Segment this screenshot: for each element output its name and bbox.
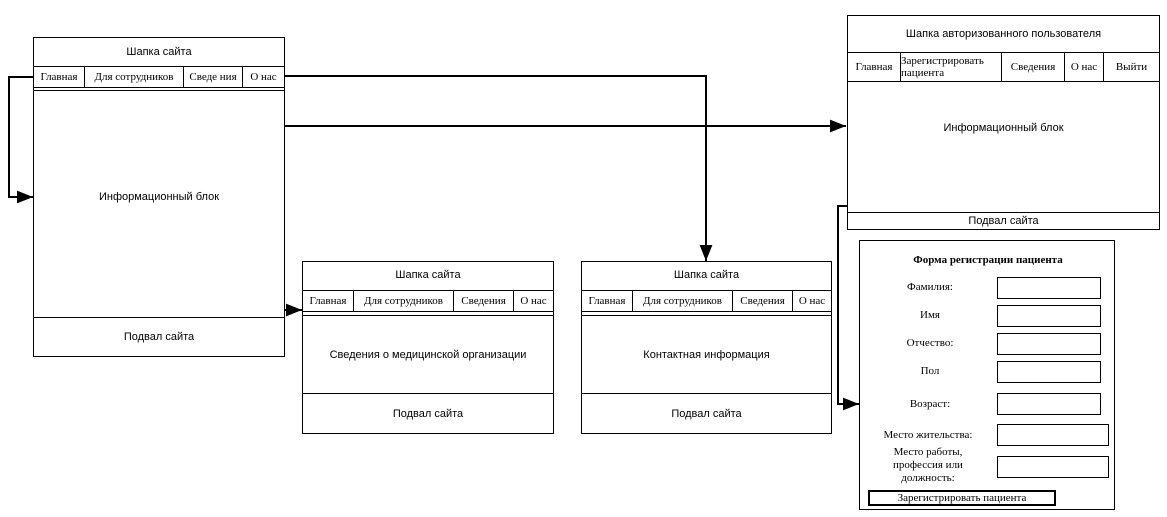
field-label-sex: Пол: [920, 365, 940, 377]
register-patient-button[interactable]: Зарегистрировать пациента: [868, 490, 1056, 506]
registration-form-title: Форма регистрации пациента: [913, 254, 1063, 266]
info-page-divider: [303, 315, 553, 316]
nav-item-home[interactable]: Главная: [848, 53, 901, 81]
nav-item-home[interactable]: Главная: [303, 291, 354, 311]
sex-input[interactable]: [997, 361, 1101, 383]
info-page-nav: Главная Для сотрудников Сведения О нас: [303, 290, 553, 312]
info-page-body: Сведения о медицинской организации: [329, 348, 527, 361]
contact-page-divider: [582, 315, 831, 316]
age-input[interactable]: [997, 393, 1101, 415]
field-label-age: Возраст:: [909, 398, 951, 410]
contact-page-footer-divider: [582, 393, 831, 394]
contact-page-body: Контактная информация: [643, 348, 770, 361]
auth-page-nav: Главная Зарегистрировать пациента Сведен…: [848, 52, 1159, 82]
name-input[interactable]: [997, 305, 1101, 327]
workplace-input[interactable]: [997, 456, 1109, 478]
auth-page-body: Информационный блок: [943, 122, 1064, 134]
nav-item-staff[interactable]: Для сотрудников: [354, 291, 454, 311]
main-page-nav: Главная Для сотрудников Сведе ния О нас: [34, 66, 284, 88]
info-page-footer-divider: [303, 393, 553, 394]
nav-item-about[interactable]: О нас: [798, 295, 826, 307]
nav-item-register-patient[interactable]: Зарегистрировать пациента: [901, 53, 1002, 81]
nav-item-about[interactable]: О нас: [1065, 53, 1104, 81]
nav-item-info[interactable]: Сведения: [1002, 53, 1065, 81]
contact-page-footer: Подвал сайта: [671, 407, 742, 420]
nav-item-home[interactable]: Главная: [582, 291, 633, 311]
patronymic-input[interactable]: [997, 333, 1101, 355]
main-page-wireframe: Шапка сайта Главная Для сотрудников Свед…: [33, 37, 285, 357]
field-label-patronymic: Отчество:: [906, 337, 954, 349]
nav-item-info[interactable]: Сведения: [454, 291, 514, 311]
info-page-footer: Подвал сайта: [392, 407, 464, 420]
registration-form-wireframe: Форма регистрации пациента Фамилия: Имя …: [859, 240, 1115, 510]
info-page-wireframe: Шапка сайта Главная Для сотрудников Свед…: [302, 261, 554, 434]
contact-page-nav: Главная Для сотрудников Сведения О нас: [582, 290, 831, 312]
field-label-surname: Фамилия:: [907, 281, 953, 293]
auth-page-footer: Подвал сайта: [968, 215, 1039, 227]
contact-page-header: Шапка сайта: [673, 269, 740, 281]
main-page-footer-divider: [34, 317, 284, 318]
main-page-body: Информационный блок: [98, 191, 220, 203]
main-page-header: Шапка сайта: [126, 45, 192, 58]
arrow-to-contact-page: [285, 75, 713, 261]
residence-input[interactable]: [997, 424, 1109, 446]
contact-page-wireframe: Шапка сайта Главная Для сотрудников Свед…: [581, 261, 832, 434]
field-label-name: Имя: [920, 309, 940, 321]
main-page-footer: Подвал сайта: [123, 331, 195, 343]
nav-item-staff[interactable]: Для сотрудников: [633, 291, 733, 311]
info-page-header: Шапка сайта: [395, 269, 461, 281]
auth-page-wireframe: Шапка авторизованного пользователя Главн…: [847, 15, 1160, 230]
nav-item-staff[interactable]: Для сотрудников: [85, 67, 184, 87]
nav-item-home[interactable]: Главная: [34, 67, 85, 87]
field-label-residence: Место жительства:: [883, 429, 973, 441]
field-label-workplace: Место работы, профессия или должность:: [893, 446, 963, 484]
nav-item-info[interactable]: Сведе ния: [184, 67, 243, 87]
nav-item-about[interactable]: О нас: [250, 71, 277, 83]
nav-item-info[interactable]: Сведения: [733, 291, 793, 311]
auth-page-header: Шапка авторизованного пользователя: [905, 28, 1102, 40]
nav-item-logout[interactable]: Выйти: [1115, 61, 1148, 73]
surname-input[interactable]: [997, 277, 1101, 299]
auth-page-footer-divider: [848, 212, 1159, 213]
main-page-divider: [34, 90, 284, 91]
arrow-main-self: [8, 76, 33, 204]
nav-item-about[interactable]: О нас: [520, 295, 547, 307]
